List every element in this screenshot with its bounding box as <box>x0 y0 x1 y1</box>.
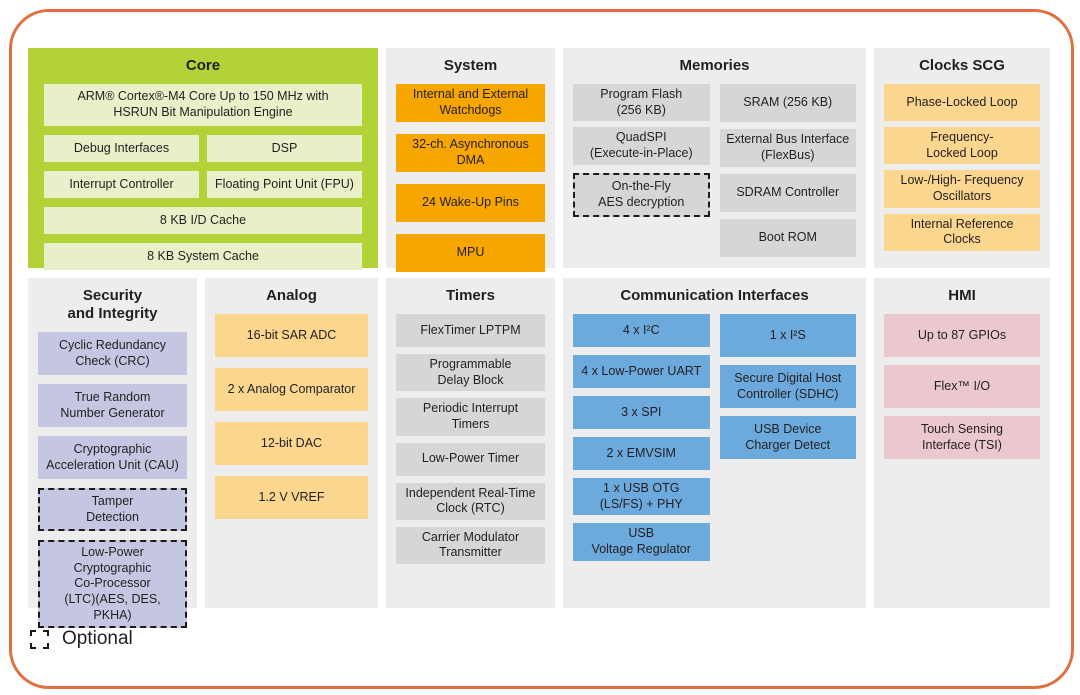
block-touch-sensing-interface-tsi: Touch Sensing Interface (TSI) <box>884 416 1040 459</box>
block-usb-voltage-regulator: USB Voltage Regulator <box>573 523 710 561</box>
analog-column-1: 16-bit SAR ADC 2 x Analog Comparator 12-bi… <box>215 314 368 519</box>
section-analog: Analog 16-bit SAR ADC 2 x Analog Comparato… <box>205 278 378 608</box>
comm-column-1: 4 x I²C 4 x Low-Power UART 3 x SPI 2 x EMVS… <box>573 314 710 561</box>
block-8-kb-i-d-cache: 8 KB I/D Cache <box>44 207 362 234</box>
block-internal-and-external-watchdogs: Internal and External Watchdogs <box>396 84 545 122</box>
section-title-comm: Communication Interfaces <box>620 287 809 304</box>
block-quadspi-execute-in-place: QuadSPI (Execute-in-Place) <box>573 127 710 165</box>
block-true-random-number-generator: True Random Number Generator <box>38 384 187 427</box>
block-cyclic-redundancy-check-crc: Cyclic Redundancy Check (CRC) <box>38 332 187 375</box>
block-boot-rom: Boot ROM <box>719 219 856 257</box>
block-low-power-cryptographic-co-processor-ltc-aes: Low-Power Cryptographic Co-Processor (LT… <box>38 540 187 629</box>
section-title-core: Core <box>185 57 221 74</box>
block-2-x-emvsim: 2 x EMVSIM <box>573 437 710 470</box>
block-2-x-analog-comparator: 2 x Analog Comparator <box>215 368 368 411</box>
diagram-outer-border <box>9 9 1074 689</box>
core-column-1: ARM® Cortex®-M4 Core Up to 150 MHz with … <box>44 84 362 270</box>
block-flextimer-lptpm: FlexTimer LPTPM <box>396 314 545 347</box>
block-low-power-timer: Low-Power Timer <box>396 442 545 476</box>
section-comm: Communication Interfaces 4 x I²C 4 x Low-P… <box>563 278 866 608</box>
block-phase-locked-loop: Phase-Locked Loop <box>884 84 1040 121</box>
legend-label: Optional <box>62 628 133 649</box>
block-3-x-spi: 3 x SPI <box>573 396 710 429</box>
legend: Optional <box>30 628 133 650</box>
block-carrier-modulator-transmitter: Carrier Modulator Transmitter <box>396 526 545 564</box>
security-column-1: Cyclic Redundancy Check (CRC) True Random… <box>38 332 187 629</box>
block-usb-device-charger-detect: USB Device Charger Detect <box>719 416 856 459</box>
block-12-bit-dac: 12-bit DAC <box>215 422 368 465</box>
block-mpu: MPU <box>396 234 545 272</box>
memories-column-2: SRAM (256 KB) External Bus Interface (Fle… <box>719 84 856 257</box>
section-title-clocks: Clocks SCG <box>919 57 1005 74</box>
block-tamper-detection: Tamper Detection <box>38 488 187 531</box>
block-program-flash-256-kb: Program Flash (256 KB) <box>573 84 710 122</box>
section-title-system: System <box>443 57 498 74</box>
block-dsp: DSP <box>207 135 362 162</box>
core-block-row: Debug Interfaces DSP <box>44 135 362 162</box>
section-title-hmi: HMI <box>948 287 976 304</box>
section-title-timers: Timers <box>446 287 495 304</box>
block-on-the-fly-aes-decryption: On-the-Fly AES decryption <box>573 172 710 217</box>
block-floating-point-unit-fpu: Floating Point Unit (FPU) <box>207 171 362 198</box>
block-internal-reference-clocks: Internal Reference Clocks <box>884 213 1040 251</box>
block-1-x-i-s: 1 x I²S <box>719 314 856 357</box>
block-4-x-i-c: 4 x I²C <box>573 314 710 347</box>
block-16-bit-sar-adc: 16-bit SAR ADC <box>215 314 368 357</box>
block-8-kb-system-cache: 8 KB System Cache <box>44 243 362 270</box>
block-interrupt-controller: Interrupt Controller <box>44 171 199 198</box>
section-title-security: Security and Integrity <box>67 287 158 322</box>
memories-column-1: Program Flash (256 KB) QuadSPI (Execute-i… <box>573 84 710 257</box>
section-title-analog: Analog <box>266 287 317 304</box>
block-independent-real-time-clock-rtc: Independent Real-Time Clock (RTC) <box>396 482 545 520</box>
block-secure-digital-host-controller-sdhc: Secure Digital Host Controller (SDHC) <box>719 365 856 408</box>
block-programmable-delay-block: Programmable Delay Block <box>396 354 545 392</box>
block-cryptographic-acceleration-unit-cau: Cryptographic Acceleration Unit (CAU) <box>38 436 187 479</box>
block-24-wake-up-pins: 24 Wake-Up Pins <box>396 184 545 222</box>
block-arm-cortex-m4-core-up-to-150-mhz-with-hsrun-: ARM® Cortex®-M4 Core Up to 150 MHz with … <box>44 84 362 126</box>
block-flex-i-o: Flex™ I/O <box>884 365 1040 408</box>
core-block-row: Interrupt Controller Floating Point Unit … <box>44 171 362 198</box>
block-periodic-interrupt-timers: Periodic Interrupt Timers <box>396 398 545 436</box>
block-up-to-87-gpios: Up to 87 GPIOs <box>884 314 1040 357</box>
block-sdram-controller: SDRAM Controller <box>719 174 856 212</box>
block-32-ch-asynchronous-dma: 32-ch. Asynchronous DMA <box>396 134 545 172</box>
block-sram-256-kb: SRAM (256 KB) <box>719 84 856 122</box>
system-column-1: Internal and External Watchdogs 32-ch. As… <box>396 84 545 272</box>
block-external-bus-interface-flexbus: External Bus Interface (FlexBus) <box>719 129 856 167</box>
block-low-high-frequency-oscillators: Low-/High- Frequency Oscillators <box>884 170 1040 208</box>
block-debug-interfaces: Debug Interfaces <box>44 135 199 162</box>
block-1-x-usb-otg-ls-fs-phy: 1 x USB OTG (LS/FS) + PHY <box>573 478 710 516</box>
section-title-memories: Memories <box>679 57 750 74</box>
block-4-x-low-power-uart: 4 x Low-Power UART <box>573 355 710 388</box>
block-frequency-locked-loop: Frequency- Locked Loop <box>884 127 1040 165</box>
block-1-2-v-vref: 1.2 V VREF <box>215 476 368 519</box>
optional-dashed-box-icon <box>30 629 49 649</box>
comm-column-2: 1 x I²S Secure Digital Host Controller (S… <box>719 314 856 561</box>
